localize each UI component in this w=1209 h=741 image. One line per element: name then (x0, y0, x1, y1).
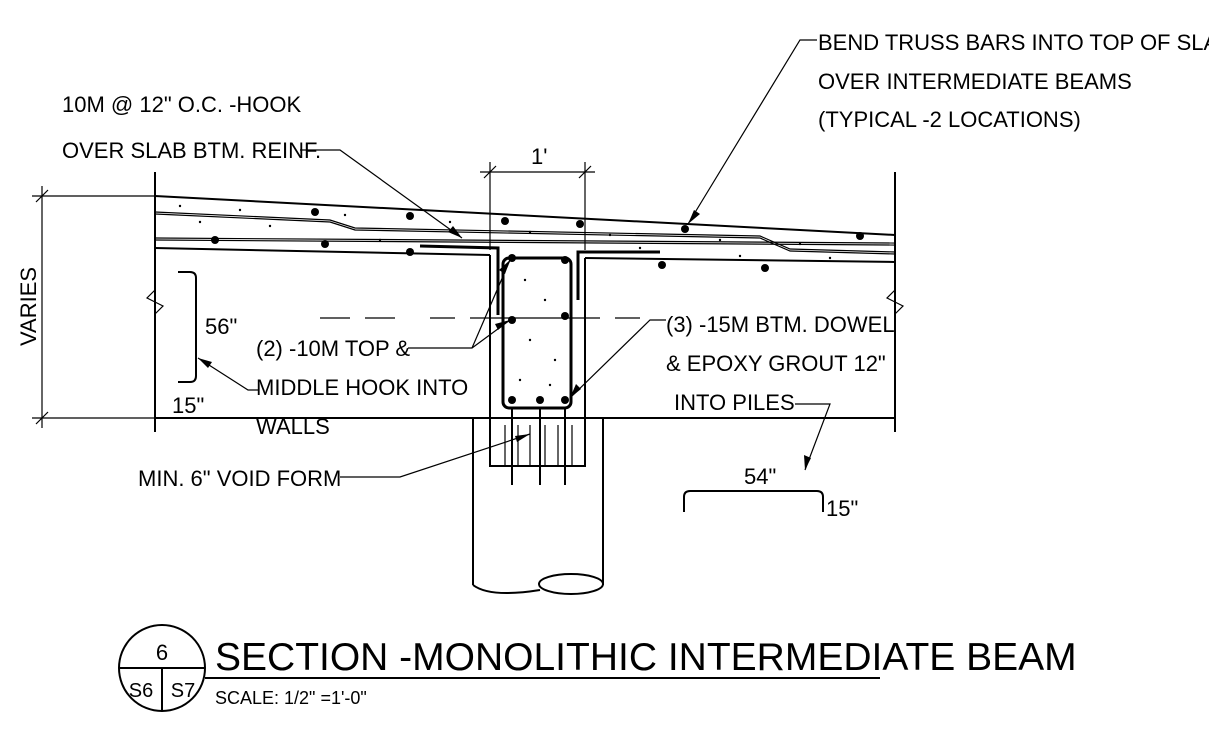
varies-label: VARIES (16, 267, 41, 346)
dimension-1ft (480, 162, 595, 250)
dim-15-left-label: 15" (172, 393, 204, 418)
dim-56-label: 56" (205, 314, 237, 339)
top-mid-note-line3: WALLS (256, 414, 330, 439)
beam-width-label: 1' (531, 144, 547, 169)
truss-note-line3: (TYPICAL -2 LOCATIONS) (818, 107, 1081, 132)
dim-15-right-label: 15" (826, 496, 858, 521)
concrete-hatch (178, 204, 832, 387)
rebar-dots (211, 208, 864, 404)
bracket-56-15-left (178, 271, 197, 383)
top-mid-note-line1: (2) -10M TOP & (256, 336, 410, 361)
scale-label: SCALE: 1/2" =1'-0" (215, 688, 367, 708)
truss-note-line2: OVER INTERMEDIATE BEAMS (818, 69, 1132, 94)
void-form (489, 408, 586, 485)
sheet-ref-right: S7 (171, 680, 195, 702)
dowel-note-line2: & EPOXY GROUT 12" (666, 351, 886, 376)
void-form-note: MIN. 6" VOID FORM (138, 466, 341, 491)
title-block (118, 624, 880, 712)
hook-note-line2: OVER SLAB BTM. REINF. (62, 138, 321, 163)
truss-note-line1: BEND TRUSS BARS INTO TOP OF SLAB (818, 30, 1209, 55)
slab (154, 195, 896, 263)
pile (472, 417, 604, 595)
beam (320, 244, 660, 418)
leader-lines (197, 39, 831, 478)
dim-54-label: 54" (744, 464, 776, 489)
detail-number: 6 (156, 640, 168, 665)
dimension-varies (32, 186, 155, 428)
dowel-note-line3: INTO PILES (674, 390, 795, 415)
dowel-note-line1: (3) -15M BTM. DOWEL (666, 312, 895, 337)
bracket-54-15-right (683, 490, 824, 512)
top-mid-note-line2: MIDDLE HOOK INTO (256, 375, 468, 400)
sheet-ref-left: S6 (129, 680, 153, 702)
hook-note-line1: 10M @ 12" O.C. -HOOK (62, 92, 302, 117)
section-title: SECTION -MONOLITHIC INTERMEDIATE BEAM (215, 636, 1077, 679)
